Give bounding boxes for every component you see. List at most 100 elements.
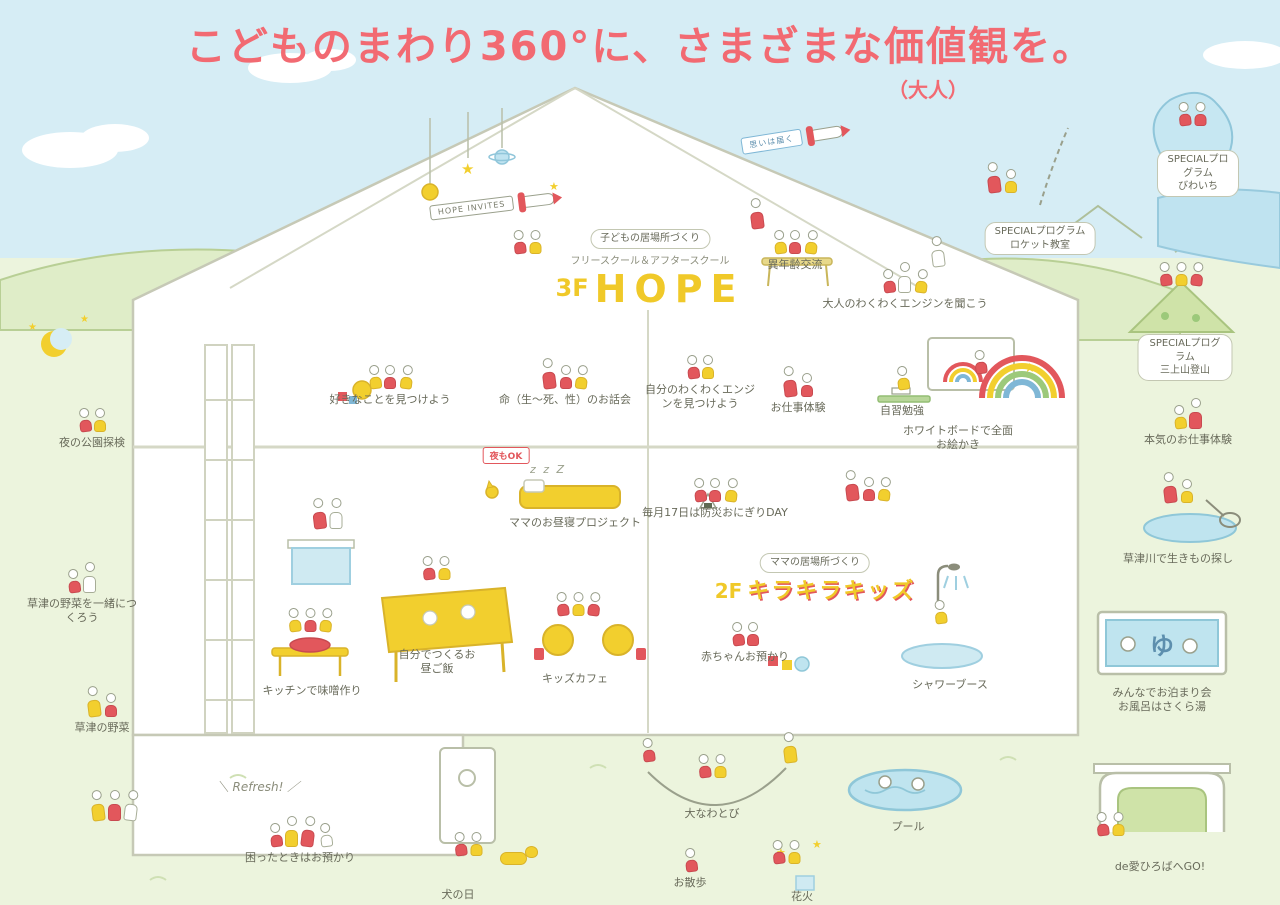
label-pool: プール [891, 820, 925, 833]
person [1094, 811, 1110, 836]
vignette-kusatsu-veggies: 草津の野菜 [57, 686, 147, 735]
person [898, 262, 912, 293]
person [696, 753, 712, 778]
label-fireworks: 花火 [791, 890, 813, 903]
person [94, 408, 107, 432]
dining-table [380, 586, 514, 682]
label-life-talk: 命（生～死、性）のお話会 [499, 393, 631, 406]
special-program-line: SPECIALプログラム [1149, 338, 1221, 363]
rainbow: ★ [979, 355, 1065, 399]
person [770, 839, 786, 864]
people-illustration [1128, 398, 1248, 429]
nap-bed [485, 479, 621, 509]
special-rocket-pill: SPECIALプログラム ロケット教室 [984, 222, 1096, 255]
vignette-night-park: 夜の公園探検 [42, 408, 142, 450]
person [586, 591, 602, 616]
play-props [338, 380, 372, 404]
vignette-family [845, 470, 891, 501]
river [1143, 499, 1241, 543]
person [470, 832, 483, 856]
special-biwaichi-pill: SPECIALプログラム びわいち [1157, 150, 1239, 197]
vignette-onigiri-day: 毎月17日は防災おにぎりDAY [625, 478, 805, 520]
label-sleepover-bottom: お風呂はさくら湯 [1118, 700, 1206, 714]
label-self-lunch: 自分でつくるお昼ご飯 [398, 648, 476, 676]
person [985, 161, 1003, 193]
person [702, 355, 715, 379]
svg-text:★: ★ [1024, 361, 1036, 376]
bath-symbol: ゆ [1150, 632, 1174, 660]
launch-streak [1039, 127, 1069, 206]
building [131, 86, 1080, 857]
special-program-line: びわいち [1178, 181, 1218, 192]
label-kids-cafe: キッズカフェ [542, 672, 608, 685]
person [1176, 101, 1192, 126]
people-illustration [644, 355, 756, 379]
person [747, 622, 760, 646]
person [640, 737, 656, 762]
svg-text:★: ★ [80, 314, 89, 325]
person [862, 477, 875, 501]
vignette-rocket-launcher [987, 162, 1017, 193]
person [682, 847, 698, 872]
vignette-trouble-care: 困ったときはお預かり [230, 816, 370, 865]
people-illustration [480, 358, 650, 389]
label-sleepover-top: みんなでお泊まり会 [1112, 686, 1212, 699]
people-illustration [772, 840, 801, 864]
night-ok-flag: 夜もOK [482, 444, 530, 464]
vignette-self-lunch-label: 自分でつくるお昼ご飯 [396, 644, 478, 677]
label-mama-nap: ママのお昼寝プロジェクト [509, 516, 641, 529]
person [540, 357, 558, 389]
zzz-text: z z Z [529, 463, 567, 476]
label-miso: キッチンで味噌作り [262, 684, 362, 697]
jump-rope-line [647, 767, 787, 806]
person [304, 608, 317, 632]
special-rocket-label: SPECIALプログラム ロケット教室 [984, 222, 1096, 255]
floor3-subtitle: フリースクール＆アフタースクール [570, 255, 730, 267]
vignette-whiteboard-painter [974, 350, 987, 374]
vignette-whiteboard-label: ホワイトボードで全面お絵かき [903, 420, 1013, 453]
people-illustration [230, 816, 370, 847]
vignette-adult-engine: 大人のわくわくエンジンを聞こう [815, 262, 995, 311]
label-deai: de愛ひろばへGO! [1114, 860, 1206, 873]
people-illustration [698, 754, 727, 778]
person [123, 789, 141, 821]
people-illustration [845, 470, 891, 501]
vignette-rope-jumpers [698, 754, 727, 778]
roof-decorations: ★ ★ [421, 108, 559, 201]
vignette-deai-label: de愛ひろばへGO! [1090, 856, 1230, 874]
vignette-walk: お散歩 [660, 848, 720, 890]
person [452, 831, 468, 856]
people-illustration [1096, 812, 1125, 836]
person [771, 229, 787, 254]
vignette-kids-cafe-label: キッズカフェ [530, 668, 620, 686]
person [1004, 169, 1017, 193]
label-walk: お散歩 [673, 876, 707, 889]
people-illustration [454, 832, 483, 856]
person [1189, 261, 1205, 286]
person [894, 365, 910, 390]
person [554, 591, 570, 616]
label-trouble-care: 困ったときはお預かり [245, 851, 355, 864]
person [89, 789, 107, 821]
person [300, 815, 318, 847]
vignette-rocket-kids [513, 230, 542, 254]
person [1172, 404, 1188, 429]
people-illustration [422, 556, 451, 580]
vignette-jump-rope-label: 大なわとび [667, 803, 757, 821]
person [76, 407, 92, 432]
people-illustration [57, 686, 147, 717]
person [684, 354, 700, 379]
person [311, 497, 329, 529]
cafe-tables [534, 624, 646, 660]
people-illustration [758, 366, 838, 397]
miso-table [271, 637, 349, 676]
refresh-text: ＼ Refresh! ／ [216, 780, 300, 794]
person [691, 477, 707, 502]
vignette-mama-nap-label: ママのお昼寝プロジェクト [495, 512, 655, 530]
vignette-dog-day-label: 犬の日 [428, 884, 488, 902]
rocket-icon [519, 191, 555, 208]
person [1157, 261, 1173, 286]
poster-title: こどものまわり360°に、さまざまな価値観を。 [0, 14, 1280, 72]
